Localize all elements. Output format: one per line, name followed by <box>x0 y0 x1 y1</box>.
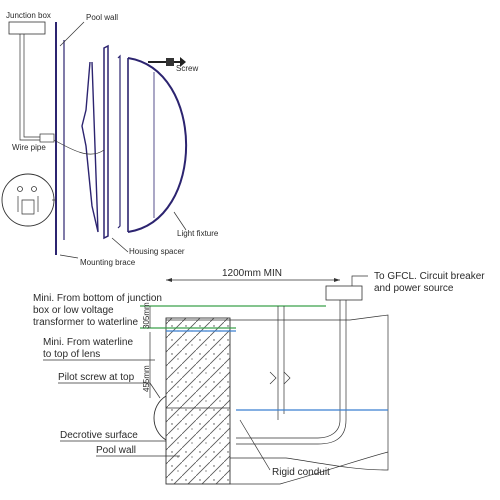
screw-icon <box>148 57 186 67</box>
wire-pipe-label: Wire pipe <box>12 143 46 152</box>
lens-note-line-1: Mini. From waterline <box>43 337 133 348</box>
light-fixture-section <box>153 395 167 441</box>
mounting-brace-label: Mounting brace <box>80 258 136 267</box>
installation-section: 1200mm MIN To GFCL. Circuit breaker and … <box>33 268 485 485</box>
jb-note-line-1: Mini. From bottom of junction <box>33 293 162 304</box>
rigid-conduit <box>236 300 347 445</box>
pool-wall-label: Pool wall <box>86 13 118 22</box>
pilot-screw-label: Pilot screw at top <box>58 372 135 383</box>
wire-pipe <box>19 34 52 141</box>
light-fixture-label: Light fixture <box>177 229 219 238</box>
power-source-line-1: To GFCL. Circuit breaker <box>374 271 485 282</box>
light-fixture-dome <box>127 57 188 233</box>
pool-wall-section-label: Pool wall <box>96 445 136 456</box>
lens-note-line-2: to top of lens <box>43 349 100 360</box>
dim-305-label: 305mm <box>142 302 151 329</box>
pool-basin-curve <box>230 451 389 485</box>
junction-box <box>8 21 46 35</box>
distance-label: 1200mm MIN <box>222 268 282 279</box>
rigid-conduit-label: Rigid conduit <box>272 467 330 478</box>
concrete-wall-section <box>165 317 231 485</box>
screw-label: Screw <box>176 64 198 73</box>
wiring-detail-circle <box>1 173 56 227</box>
pool-deck-outline <box>166 314 389 471</box>
fixture-wire <box>53 139 105 155</box>
wire-pipe-fitting <box>39 133 55 143</box>
housing-spacer <box>103 44 109 240</box>
junction-box-section <box>325 285 363 301</box>
mounting-brace <box>81 61 99 233</box>
housing-spacer-label: Housing spacer <box>129 247 185 256</box>
dim-455-label: 455mm <box>142 365 151 392</box>
jb-note-line-3: transformer to waterline <box>33 317 138 328</box>
fixture-exploded-view: Junction box Wire pipe Pool wall Mountin… <box>1 11 219 267</box>
junction-box-label: Junction box <box>6 11 51 20</box>
jb-note-line-2: box or low voltage <box>33 305 114 316</box>
power-source-line-2: and power source <box>374 283 454 294</box>
decorative-surface-label: Decrotive surface <box>60 430 138 441</box>
